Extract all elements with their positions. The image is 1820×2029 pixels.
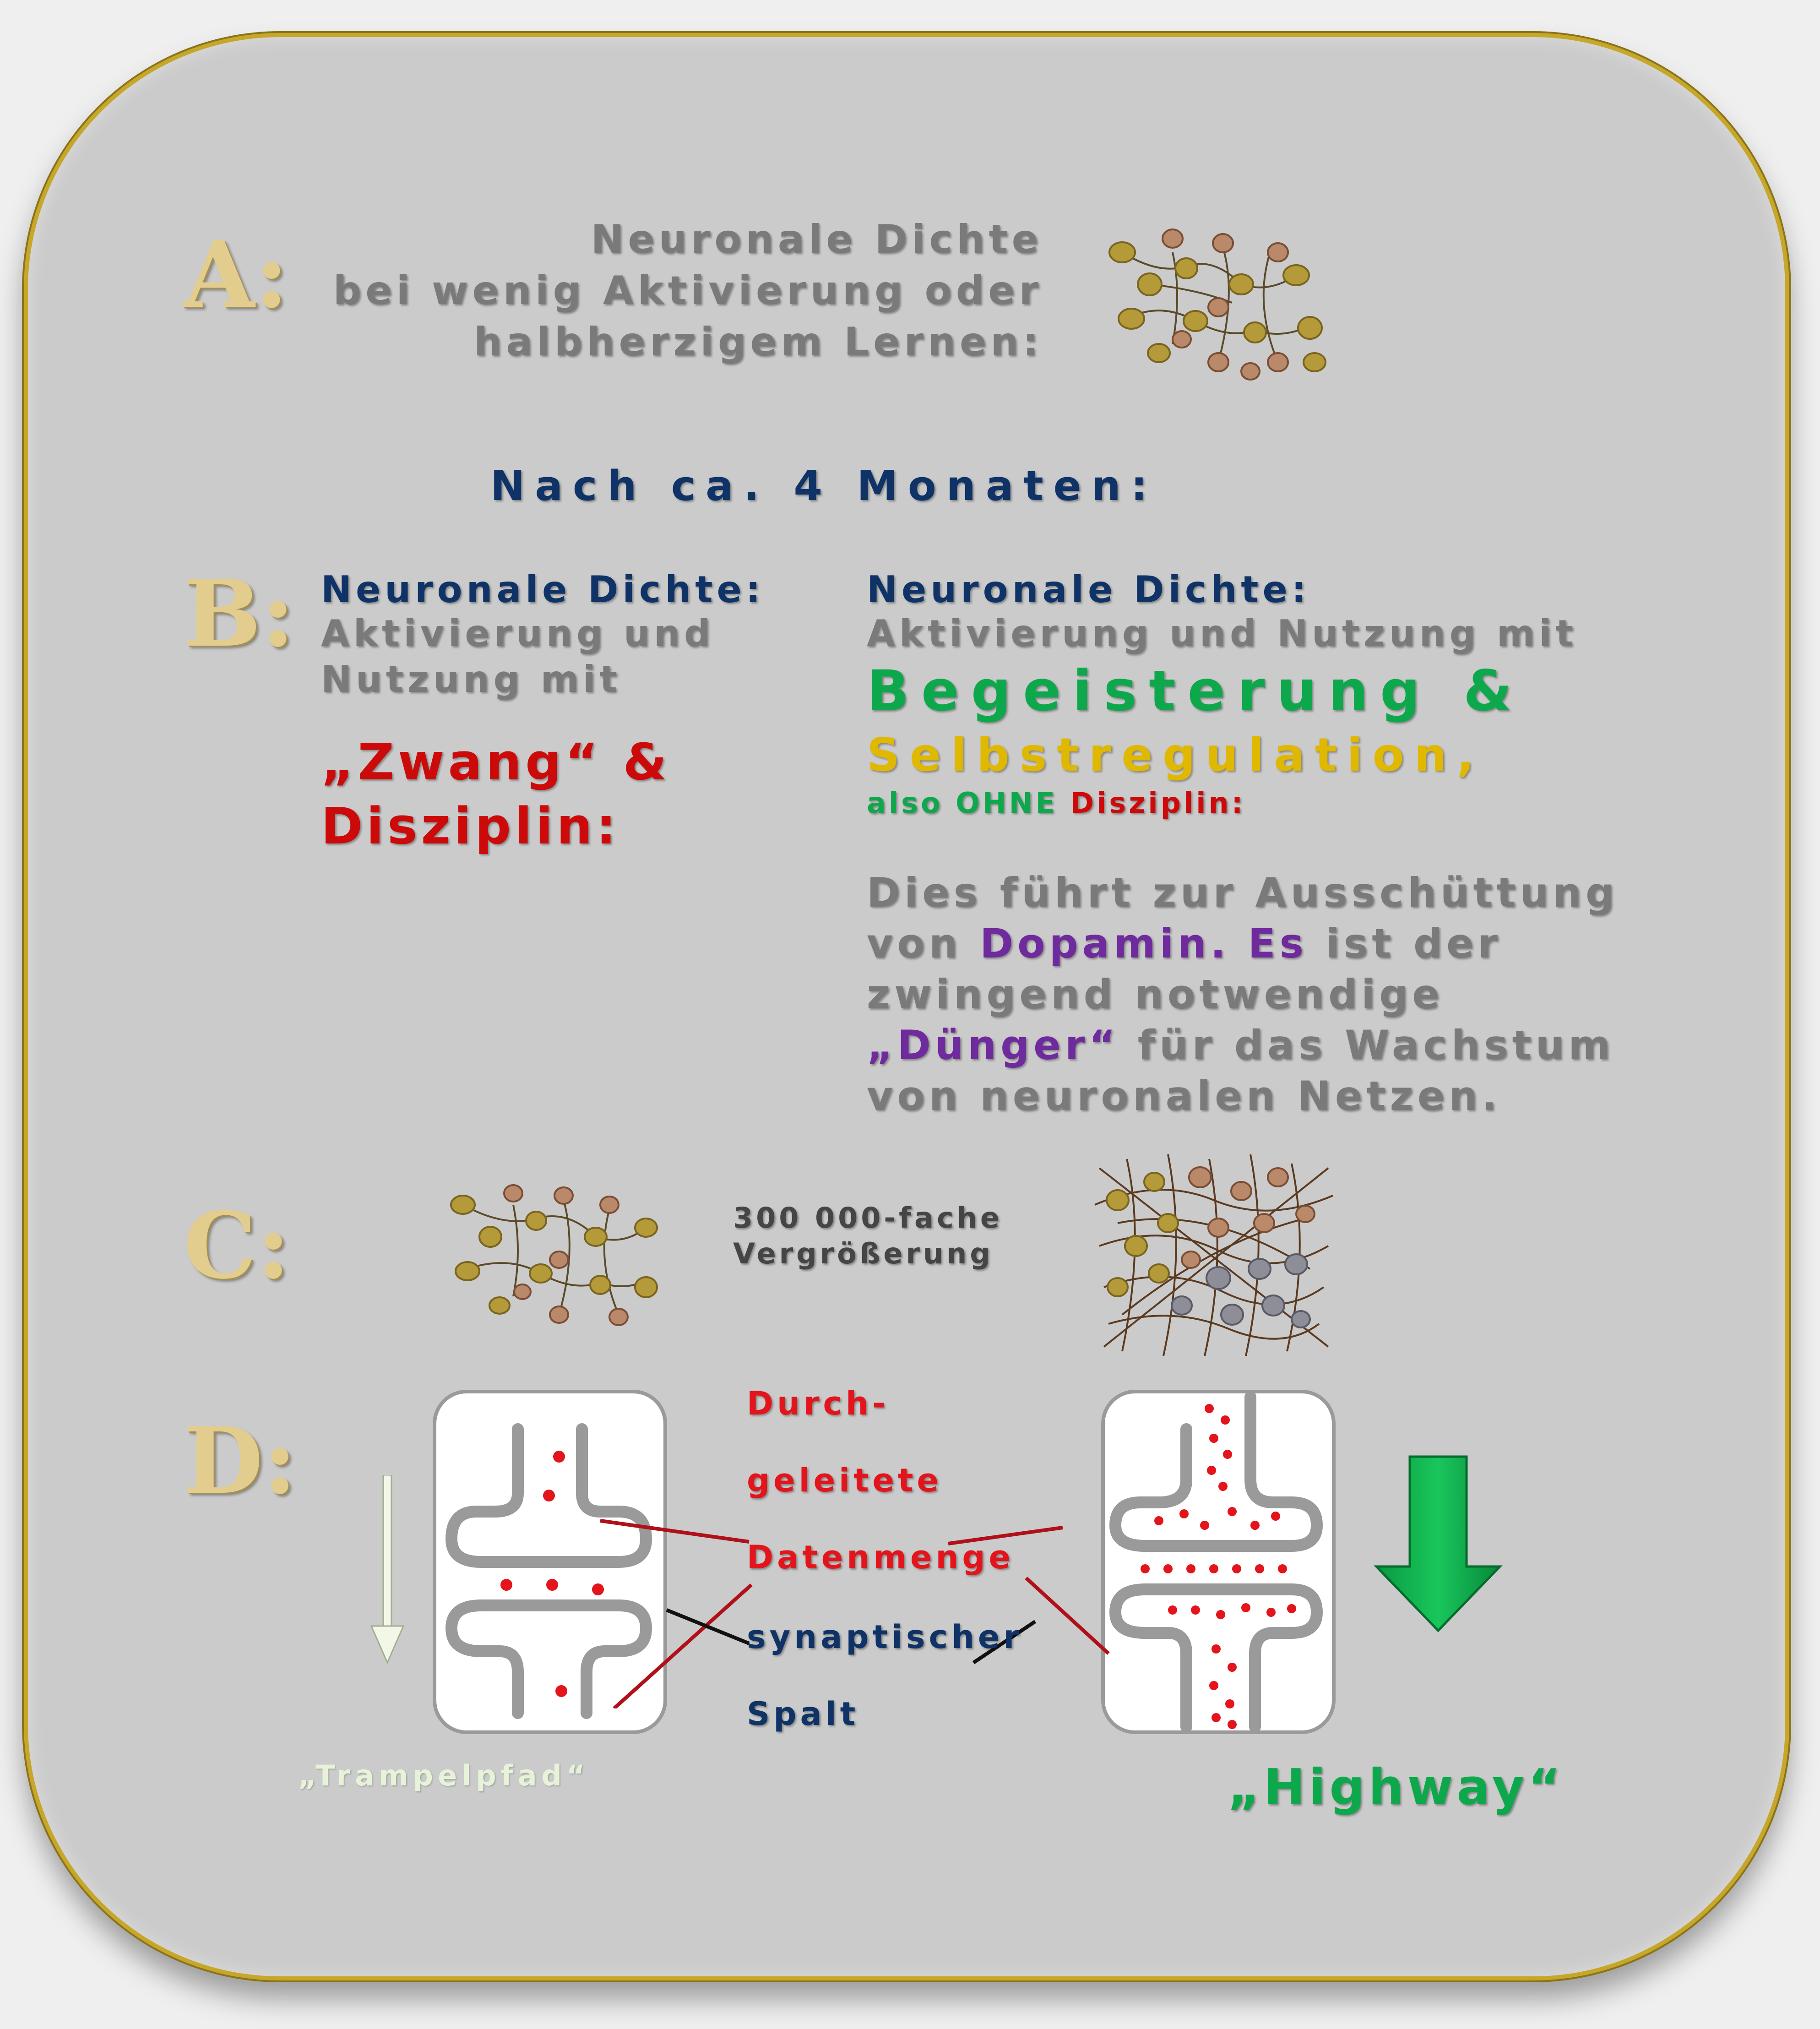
self-regulation-text: Selbstregulation, xyxy=(867,728,1484,782)
section-a-letter: A: xyxy=(184,221,289,329)
explain-line: „Dünger“ für das Wachstum xyxy=(867,1020,1619,1071)
down-arrow-icon xyxy=(370,1475,405,1665)
explain-fragment: von xyxy=(867,920,962,967)
right-heading: Neuronale Dichte: xyxy=(867,568,1310,611)
explain-fragment: ist der xyxy=(1326,920,1502,967)
coercion-line: „Zwang“ & xyxy=(321,733,671,791)
trail-label: „Trampelpfad“ xyxy=(298,1759,590,1792)
section-a-line: bei wenig Aktivierung oder xyxy=(333,268,1043,314)
dopamine-highlight: Dopamin. Es xyxy=(980,920,1308,967)
left-lines: Aktivierung und Nutzung mit xyxy=(321,611,765,702)
left-line: Aktivierung und xyxy=(321,612,715,655)
throughput-line: Durch- xyxy=(747,1385,889,1422)
section-b-letter: B: xyxy=(184,560,295,668)
without-discipline-line: also OHNE Disziplin: xyxy=(867,785,1619,821)
label-connector-lines xyxy=(600,1519,1110,1708)
sparse-neuron-cluster-icon xyxy=(450,1184,658,1326)
after-months-heading: Nach ca. 4 Monaten: xyxy=(490,462,1157,510)
synaptic-cleft-label: synaptischer Spalt xyxy=(747,1599,1023,1752)
synapse-icon xyxy=(433,1390,667,1734)
right-line: Aktivierung und Nutzung mit xyxy=(867,612,1577,655)
cleft-line: Spalt xyxy=(747,1695,859,1733)
coercion-discipline-text: „Zwang“ & Disziplin: xyxy=(321,730,765,858)
throughput-line: geleitete xyxy=(747,1462,942,1499)
section-b-left: Neuronale Dichte: Aktivierung und Nutzun… xyxy=(321,568,765,858)
magnification-line: Vergrößerung xyxy=(733,1237,994,1270)
down-arrow-icon xyxy=(1374,1455,1503,1632)
left-heading: Neuronale Dichte: xyxy=(321,568,765,611)
sparse-neuron-cluster-icon xyxy=(1108,228,1326,381)
explain-fragment: für das Wachstum xyxy=(1137,1022,1615,1069)
section-a-text: Neuronale Dichte bei wenig Aktivierung o… xyxy=(333,214,1043,368)
enthusiasm-text: Begeisterung & xyxy=(867,658,1524,723)
infographic-board: A: Neuronale Dichte bei wenig Aktivierun… xyxy=(24,33,1789,1980)
cleft-line: synaptischer xyxy=(747,1618,1023,1656)
section-d-letter: D: xyxy=(184,1407,297,1515)
section-b-right: Neuronale Dichte: Aktivierung und Nutzun… xyxy=(867,568,1619,1121)
section-a-line: Neuronale Dichte xyxy=(591,217,1043,262)
dense-neuron-network-icon xyxy=(1094,1154,1333,1356)
without-prefix: also OHNE xyxy=(867,786,1058,820)
fertilizer-highlight: „Dünger“ xyxy=(867,1022,1120,1069)
explain-line: von neuronalen Netzen. xyxy=(867,1072,1501,1120)
magnification-line: 300 000-fache xyxy=(733,1201,1003,1235)
left-line: Nutzung mit xyxy=(321,658,621,701)
throughput-label: Durch- geleitete Datenmenge xyxy=(747,1365,1014,1596)
explain-line: zwingend notwendige xyxy=(867,971,1444,1018)
dopamine-explanation: Dies führt zur Ausschüttung von Dopamin.… xyxy=(867,867,1619,1121)
section-a-line: halbherzigem Lernen: xyxy=(474,319,1043,365)
synapse-icon xyxy=(1101,1390,1336,1734)
discipline-line: Disziplin: xyxy=(321,797,620,855)
throughput-line: Datenmenge xyxy=(747,1539,1014,1576)
without-discipline: Disziplin: xyxy=(1070,786,1246,820)
highway-label: „Highway“ xyxy=(1228,1759,1565,1816)
section-c-letter: C: xyxy=(184,1192,291,1300)
explain-line: Dies führt zur Ausschüttung xyxy=(867,869,1619,916)
magnification-label: 300 000-fache Vergrößerung xyxy=(733,1200,1003,1272)
explain-line: von Dopamin. Es ist der xyxy=(867,918,1619,969)
